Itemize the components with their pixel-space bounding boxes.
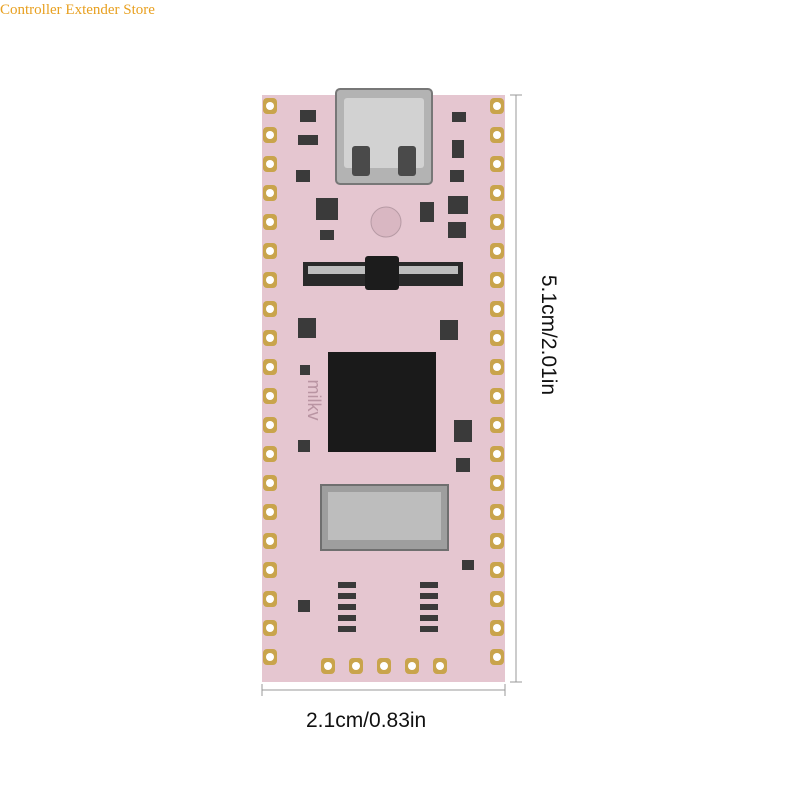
smd-pad — [420, 626, 438, 632]
silkscreen-logo: milkv — [304, 380, 324, 421]
left-pin-hole — [266, 305, 274, 313]
left-pin-hole — [266, 537, 274, 545]
bottom-smd-pads — [338, 582, 438, 632]
left-pin-hole — [266, 334, 274, 342]
bottom-pin-hole — [324, 662, 332, 670]
left-pin-hole — [266, 102, 274, 110]
left-pin-hole — [266, 392, 274, 400]
left-pin-hole — [266, 131, 274, 139]
right-pin-hole — [493, 305, 501, 313]
smd-pad — [420, 604, 438, 610]
left-pin-hole — [266, 276, 274, 284]
right-pin-hole — [493, 450, 501, 458]
left-pin-hole — [266, 160, 274, 168]
right-pin-hole — [493, 160, 501, 168]
smd-pad — [420, 593, 438, 599]
smd-pad — [338, 626, 356, 632]
right-pin-hole — [493, 479, 501, 487]
edge-pins — [263, 98, 504, 674]
left-pin-hole — [266, 653, 274, 661]
smd-pad — [420, 582, 438, 588]
right-pin-hole — [493, 392, 501, 400]
usb-c-connector — [335, 88, 433, 185]
left-pin-hole — [266, 595, 274, 603]
right-pin-hole — [493, 421, 501, 429]
smd-components — [296, 110, 474, 612]
right-pin-hole — [493, 131, 501, 139]
right-pin-hole — [493, 566, 501, 574]
right-pin-hole — [493, 189, 501, 197]
left-pin-hole — [266, 479, 274, 487]
smd-pad — [338, 604, 356, 610]
fpc-connector — [303, 256, 463, 290]
left-pin-hole — [266, 189, 274, 197]
bottom-pin-hole — [380, 662, 388, 670]
round-test-feature — [370, 206, 402, 238]
right-pin-hole — [493, 218, 501, 226]
right-pin-hole — [493, 363, 501, 371]
store-watermark: Controller Extender Store — [0, 2, 155, 18]
width-dimension-label: 2.1cm/0.83in — [306, 709, 427, 732]
smd-pad — [338, 582, 356, 588]
right-pin-hole — [493, 334, 501, 342]
left-pin-hole — [266, 624, 274, 632]
smd-pad — [420, 615, 438, 621]
left-pin-hole — [266, 247, 274, 255]
right-pin-hole — [493, 624, 501, 632]
right-pin-hole — [493, 508, 501, 516]
right-pin-hole — [493, 276, 501, 284]
left-pin-hole — [266, 508, 274, 516]
left-pin-hole — [266, 450, 274, 458]
right-pin-hole — [493, 595, 501, 603]
left-pin-hole — [266, 421, 274, 429]
microsd-slot — [320, 484, 449, 551]
bottom-pin-hole — [352, 662, 360, 670]
left-pin-hole — [266, 363, 274, 371]
main-processor-chip — [328, 352, 436, 452]
smd-pad — [338, 593, 356, 599]
right-pin-hole — [493, 537, 501, 545]
bottom-pin-hole — [436, 662, 444, 670]
bottom-pin-hole — [408, 662, 416, 670]
left-pin-hole — [266, 218, 274, 226]
height-dimension-label: 5.1cm/2.01in — [537, 274, 560, 396]
right-pin-hole — [493, 247, 501, 255]
left-pin-hole — [266, 566, 274, 574]
smd-pad — [338, 615, 356, 621]
right-pin-hole — [493, 653, 501, 661]
right-pin-hole — [493, 102, 501, 110]
dev-board: milkv — [262, 88, 505, 682]
